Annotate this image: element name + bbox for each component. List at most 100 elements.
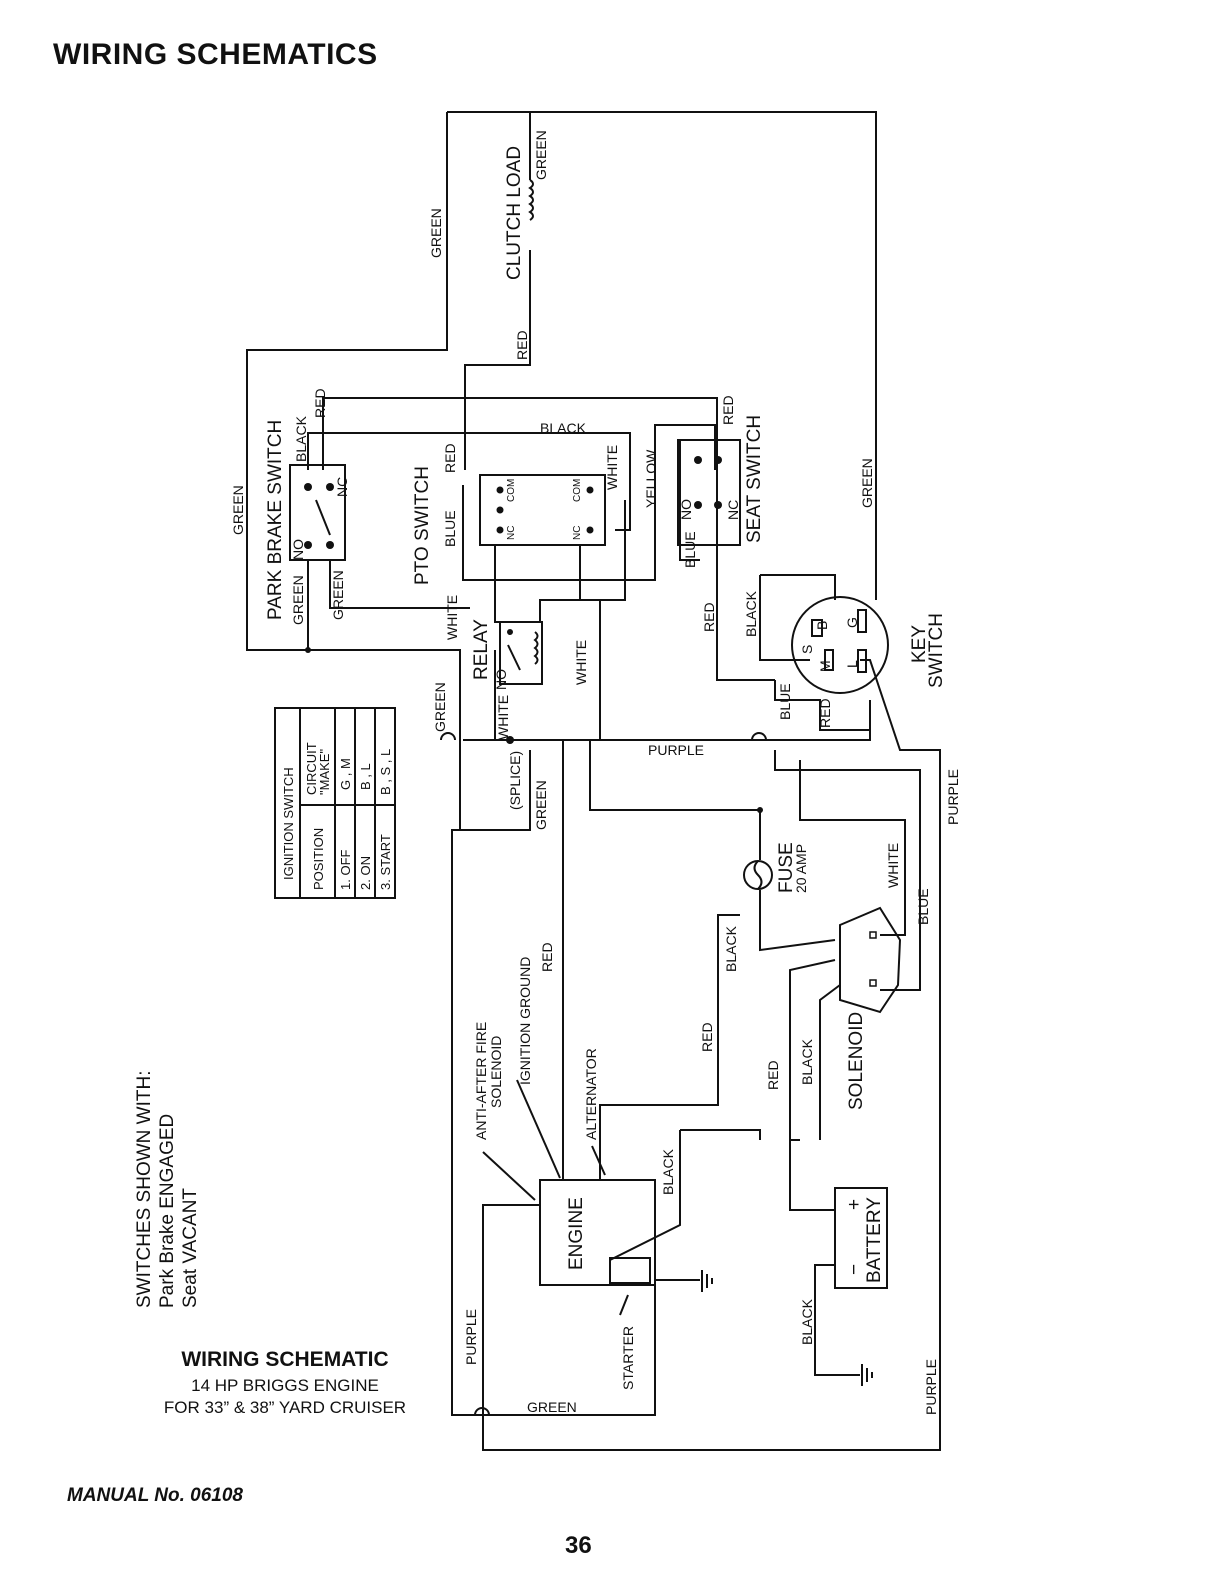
- switches-note-heading: SWITCHES SHOWN WITH:: [134, 1071, 155, 1308]
- ignition-table-col-position: POSITION: [311, 828, 326, 890]
- switches-note-line1: Park Brake ENGAGED: [157, 1114, 178, 1308]
- seat-no-label: NO: [678, 499, 694, 520]
- switches-note: SWITCHES SHOWN WITH: Park Brake ENGAGED …: [134, 1071, 201, 1308]
- ignition-row-3-pos: 3. START: [378, 834, 393, 890]
- wire-labels: GREEN GREEN RED GREEN BLACK RED GREEN GR…: [230, 130, 961, 1415]
- wire-label: WHITE: [885, 843, 901, 888]
- wire-label: PURPLE: [923, 1359, 939, 1415]
- battery-plus-label: +: [844, 1199, 865, 1210]
- wire-label: PURPLE: [648, 742, 704, 758]
- ignition-row-2-make: B , L: [358, 763, 373, 790]
- wire-label: GREEN: [533, 780, 549, 830]
- key-switch-label-2: SWITCH: [926, 613, 947, 688]
- battery-label: BATTERY: [864, 1197, 885, 1283]
- wire-label: RED: [817, 698, 833, 728]
- ignition-ground-label: IGNITION GROUND: [517, 957, 533, 1085]
- solenoid-label: SOLENOID: [846, 1012, 867, 1110]
- pto-nc2-label: NC: [572, 526, 583, 540]
- switches-note-line2: Seat VACANT: [180, 1188, 201, 1308]
- clutch-coil-icon: [528, 179, 534, 221]
- caption-title: WIRING SCHEMATIC: [181, 1348, 389, 1371]
- key-b-label: B: [814, 621, 830, 630]
- pto-switch-label: PTO SWITCH: [412, 466, 433, 585]
- wire-label: GREEN: [330, 570, 346, 620]
- ground-icon: [701, 1270, 713, 1292]
- engine-label: ENGINE: [566, 1197, 587, 1270]
- wire-label: RED: [701, 602, 717, 632]
- wire-label: RED: [720, 395, 736, 425]
- wire-label: GREEN: [432, 682, 448, 732]
- wire-label: BLACK: [799, 1298, 815, 1345]
- wire-label: BLUE: [682, 531, 698, 568]
- wire-label: YELLOW: [643, 449, 659, 508]
- wire-label: WHITE: [604, 445, 620, 490]
- wire-label: BLACK: [660, 1148, 676, 1195]
- wire-label: WHITE: [444, 595, 460, 640]
- seat-nc-label: NC: [725, 500, 741, 520]
- relay-label: RELAY: [471, 619, 492, 680]
- pto-com2-label: COM: [572, 479, 583, 502]
- wire-label: BLUE: [915, 888, 931, 925]
- wire-label: BLUE: [777, 683, 793, 720]
- seat-switch-label: SEAT SWITCH: [744, 415, 765, 543]
- caption-line2: 14 HP BRIGGS ENGINE: [191, 1376, 379, 1395]
- park-no-label: NO: [290, 539, 306, 560]
- ignition-table: [274, 707, 396, 899]
- manual-number: MANUAL No. 06108: [67, 1485, 243, 1506]
- ignition-row-1-pos: 1. OFF: [338, 849, 353, 890]
- relay-no-label: NO: [493, 669, 509, 690]
- ground-icon: [861, 1364, 873, 1386]
- junction-dots: [305, 647, 763, 813]
- wire-network: [246, 111, 941, 1451]
- wire-label: RED: [539, 942, 555, 972]
- wire-label: WHITE: [573, 640, 589, 685]
- page-title: WIRING SCHEMATICS: [53, 38, 378, 71]
- splice-label: (SPLICE): [507, 751, 523, 810]
- wire-label: GREEN: [533, 130, 549, 180]
- wire-label: WHITE: [495, 695, 511, 740]
- ignition-table-col-make: "MAKE": [317, 749, 332, 795]
- wire-label: GREEN: [428, 208, 444, 258]
- page-number: 36: [565, 1532, 592, 1559]
- park-nc-label: NC: [334, 477, 350, 497]
- fuse-rating-label: 20 AMP: [793, 844, 809, 893]
- anti-after-fire-label-1: ANTI-AFTER FIRE: [473, 1022, 489, 1140]
- key-l-label: L: [844, 660, 860, 668]
- key-m-label: M: [817, 660, 833, 672]
- park-brake-switch-label: PARK BRAKE SWITCH: [265, 420, 286, 620]
- battery: [834, 1187, 888, 1289]
- wire-label: GREEN: [230, 485, 246, 535]
- relay: [499, 621, 543, 685]
- ignition-table-text: IGNITION SWITCH POSITION CIRCUIT "MAKE" …: [281, 742, 393, 890]
- wire-label: RED: [514, 330, 530, 360]
- wire-label: PURPLE: [463, 1309, 479, 1365]
- park-brake-switch: [289, 464, 346, 561]
- wire-label: BLACK: [799, 1038, 815, 1085]
- seat-switch: [677, 439, 741, 546]
- key-s-label: S: [799, 645, 815, 654]
- wire-label: BLACK: [293, 415, 309, 462]
- fuse-label: FUSE: [776, 842, 797, 893]
- pointer-arrows: [482, 1079, 629, 1316]
- wire-label: GREEN: [527, 1399, 577, 1415]
- key-g-label: G: [844, 617, 860, 628]
- ignition-table-title: IGNITION SWITCH: [281, 767, 296, 880]
- component-labels: CLUTCH LOAD PARK BRAKE SWITCH PTO SWITCH…: [265, 146, 947, 1390]
- wire-label: RED: [699, 1022, 715, 1052]
- pto-switch: [479, 474, 606, 546]
- wire-label: PURPLE: [945, 769, 961, 825]
- pto-com-label: COM: [506, 479, 517, 502]
- wire-label: BLACK: [723, 925, 739, 972]
- key-switch: [791, 596, 889, 694]
- fuse-icon: [743, 860, 773, 890]
- wire-label: RED: [442, 443, 458, 473]
- ignition-row-3-make: B , S , L: [378, 749, 393, 795]
- ignition-row-2-pos: 2. ON: [358, 856, 373, 890]
- wire-label: GREEN: [859, 458, 875, 508]
- solenoid: [839, 906, 902, 1014]
- wire-label: BLUE: [442, 510, 458, 547]
- terminal-labels: NO NC COM NC COM NC NO NC NO B G S M L +…: [290, 477, 865, 1275]
- starter-label: STARTER: [620, 1326, 636, 1390]
- ignition-row-1-make: G , M: [338, 758, 353, 790]
